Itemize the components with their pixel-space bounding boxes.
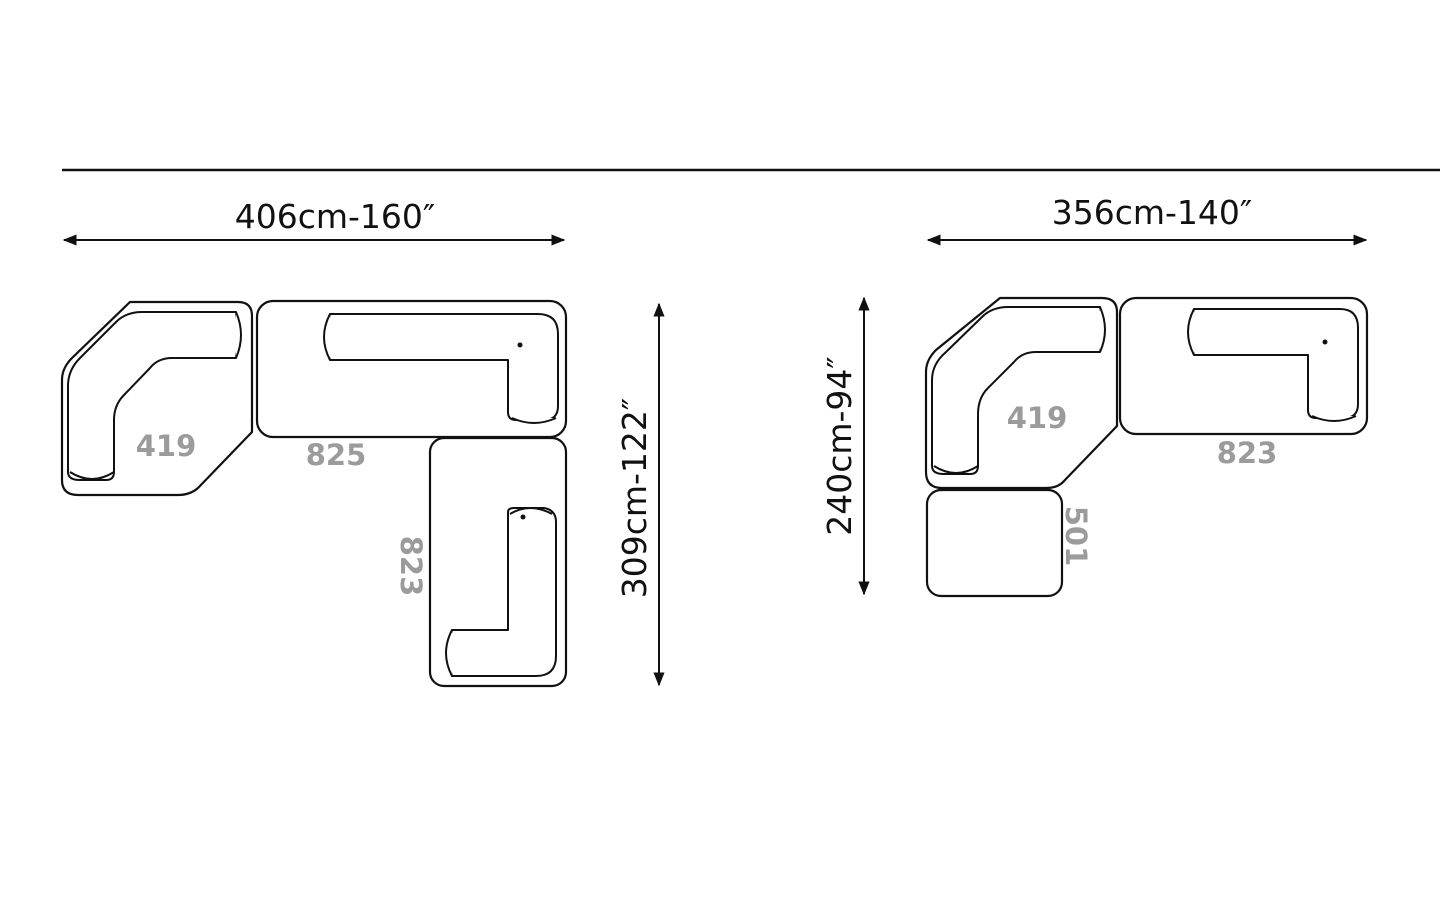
- layout-a-depth-label: 309cm-122″: [615, 398, 654, 599]
- layout-b-side-module: 823: [1118, 296, 1369, 470]
- layout-b: 356cm-140″ 240cm-94″ 419 823 501: [820, 193, 1369, 598]
- layout-a-corner-module: 419: [60, 300, 254, 497]
- layout-a-bottom-code: 823: [394, 536, 428, 597]
- layout-b-ottoman-code: 501: [1059, 506, 1093, 567]
- layout-a-width-label: 406cm-160″: [235, 197, 436, 236]
- layout-b-side-code: 823: [1217, 436, 1278, 470]
- layout-a: 406cm-160″ 309cm-122″ 419 825: [60, 197, 665, 688]
- layout-b-ottoman-module: 501: [925, 488, 1093, 598]
- layout-b-corner-code: 419: [1007, 401, 1068, 435]
- layout-a-bottom-module: 823: [394, 436, 568, 688]
- layout-b-corner-module: 419: [924, 296, 1119, 490]
- layout-a-top-module: 825: [255, 299, 568, 472]
- layout-a-corner-code: 419: [136, 429, 197, 463]
- layout-b-width-label: 356cm-140″: [1052, 193, 1253, 232]
- layout-b-depth-label: 240cm-94″: [820, 356, 859, 536]
- layout-a-top-code: 825: [306, 438, 367, 472]
